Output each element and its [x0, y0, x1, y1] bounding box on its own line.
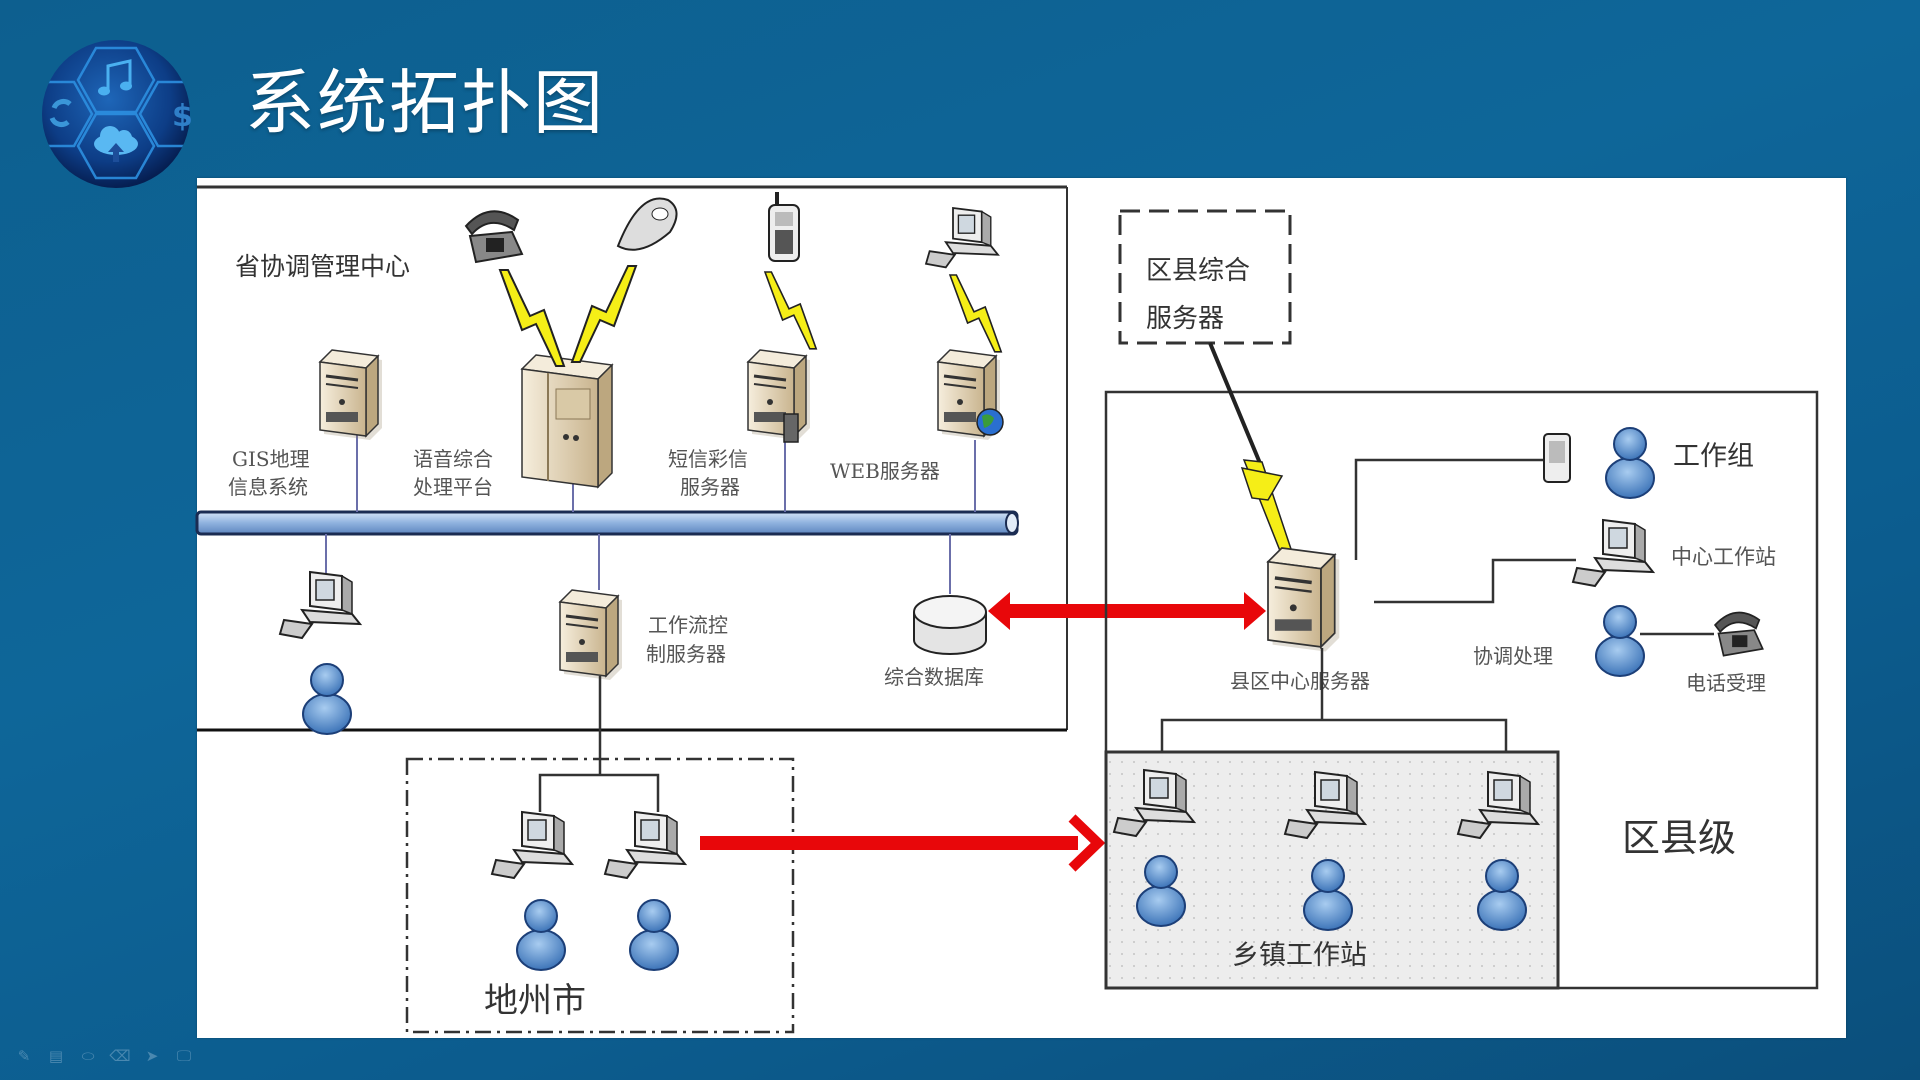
user-icon	[1605, 427, 1655, 499]
voice-platform-server-icon[interactable]	[521, 354, 613, 488]
workflow-server-label-line1: 工作流控	[648, 613, 728, 637]
workstation-icon[interactable]	[491, 811, 573, 879]
eraser-icon[interactable]: ⌫	[109, 1046, 131, 1065]
workstation-icon[interactable]	[1572, 519, 1654, 587]
gis-server-label-line2: 信息系统	[228, 475, 308, 499]
center-workstation-label: 中心工作站	[1671, 545, 1776, 569]
town-workstation-label: 乡镇工作站	[1232, 940, 1367, 971]
mobile-phone-icon	[616, 197, 678, 251]
cloud-upload-icon	[94, 126, 138, 162]
workstation-icon[interactable]	[279, 571, 361, 639]
lightning-icon	[499, 269, 565, 367]
music-note-icon	[98, 59, 132, 96]
slide-icon[interactable]: ▤	[48, 1046, 64, 1065]
database-label: 综合数据库	[884, 665, 984, 689]
work-group-label: 工作组	[1673, 441, 1754, 472]
pen-icon[interactable]: ✎	[17, 1046, 31, 1065]
district-combined-server-box	[1118, 209, 1292, 345]
user-icon	[302, 663, 352, 735]
monitor-icon[interactable]: 🖵	[176, 1046, 192, 1065]
computer-icon	[925, 207, 999, 269]
voice-platform-label-line1: 语音综合	[413, 447, 493, 471]
telephone-icon	[465, 210, 523, 263]
district-combined-server-label-line2: 服务器	[1146, 304, 1224, 334]
bidirectional-arrow	[988, 592, 1266, 630]
slide-title: 系统拓扑图	[245, 62, 605, 144]
sms-server-label-line2: 服务器	[680, 475, 740, 499]
lightning-icon	[764, 271, 818, 350]
highlighter-icon[interactable]: ⬭	[81, 1046, 95, 1065]
district-center-server-icon[interactable]	[1266, 546, 1342, 654]
lightning-icon	[571, 265, 637, 363]
user-icon	[629, 899, 679, 971]
user-icon	[1595, 605, 1645, 677]
arrow-to-town	[700, 814, 1106, 872]
lightning-icon	[949, 274, 1003, 353]
province-center-label: 省协调管理中心	[235, 252, 410, 281]
prefecture-box	[405, 757, 795, 1034]
sms-server-label-line1: 短信彩信	[668, 447, 748, 471]
gis-server-icon[interactable]	[318, 348, 384, 442]
gis-server-label-line1: GIS地理	[232, 447, 310, 471]
web-server-label: WEB服务器	[830, 459, 940, 483]
presentation-toolbar: ✎ ▤ ⬭ ⌫ ➤ 🖵	[14, 1046, 194, 1066]
phone-acceptance-label: 电话受理	[1686, 671, 1766, 695]
pointer-icon[interactable]: ➤	[145, 1046, 159, 1065]
prefecture-label: 地州市	[484, 981, 586, 1021]
web-server-icon[interactable]	[936, 348, 1004, 442]
coordination-label: 协调处理	[1473, 644, 1553, 668]
lightning-link	[1208, 342, 1302, 577]
database-icon[interactable]	[913, 595, 987, 655]
district-combined-server-label-line1: 区县综合	[1146, 256, 1250, 286]
refresh-icon	[49, 99, 72, 127]
workflow-server-label-line2: 制服务器	[646, 642, 726, 666]
telephone-icon	[1714, 611, 1764, 657]
district-level-label: 区县级	[1622, 816, 1736, 860]
user-icon	[516, 899, 566, 971]
voice-platform-label-line2: 处理平台	[413, 475, 493, 499]
sms-mms-server-icon[interactable]	[746, 348, 812, 443]
network-bus	[195, 510, 1019, 536]
cell-phone-icon	[768, 192, 800, 262]
workflow-server-icon[interactable]	[558, 588, 624, 682]
pda-icon	[1543, 433, 1571, 483]
workstation-icon[interactable]	[604, 811, 686, 879]
logo-sphere: $	[42, 40, 192, 188]
dollar-icon: $	[172, 99, 192, 134]
district-center-server-label: 县区中心服务器	[1230, 669, 1370, 693]
